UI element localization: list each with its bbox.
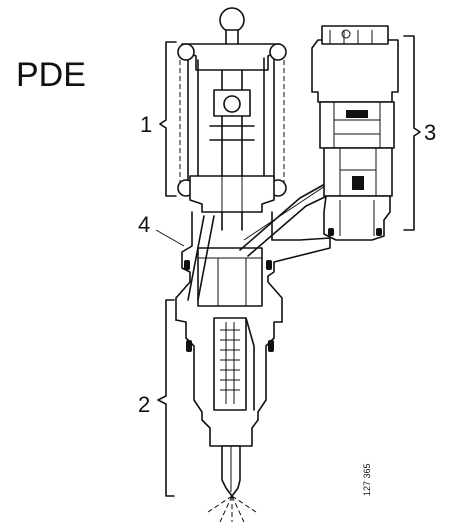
solenoid-valve [311,25,399,241]
callout-3: 3 [424,120,436,145]
callout-2: 2 [138,392,150,417]
drawing-number: 127 365 [362,463,372,496]
spring-plunger-assembly [177,7,287,231]
callout-4: 4 [138,212,150,237]
nozzle-holder [175,317,283,523]
callout-brackets [155,35,421,497]
diagram-title: PDE [16,56,86,94]
callout-1: 1 [140,112,152,137]
